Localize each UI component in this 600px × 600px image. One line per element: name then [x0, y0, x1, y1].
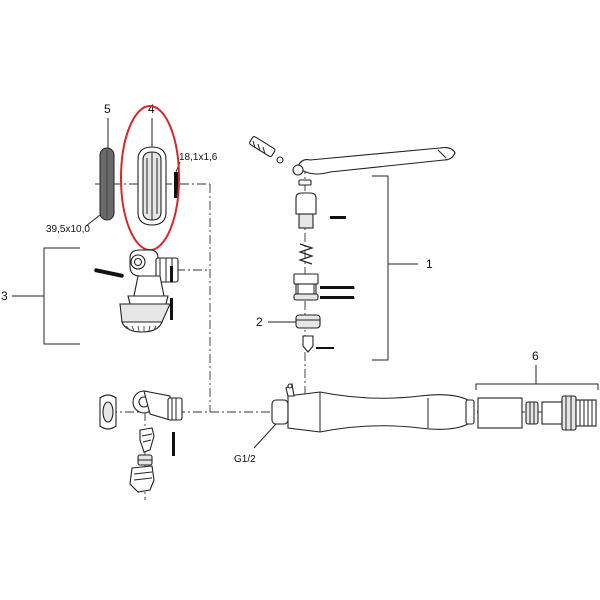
insert-part-2: [295, 314, 334, 353]
shower-head-assembly-part-3: [94, 249, 179, 333]
bracket-1: [372, 175, 389, 361]
callout-3: 3: [1, 289, 8, 303]
bracket-6: [475, 383, 599, 390]
dimension-oring-small: 18,1x1,6: [179, 152, 218, 163]
callout-4: 4: [148, 102, 155, 116]
lever-part: [249, 136, 456, 176]
wall-mount-parts: [99, 390, 183, 493]
callout-1: 1: [426, 257, 433, 271]
oring-large-part-5: [99, 147, 115, 221]
leader-dim-large: [85, 214, 101, 227]
seal-part-4: [137, 146, 178, 226]
bracket-3: [43, 247, 80, 345]
valve-cartridge-part-1: [293, 179, 354, 301]
callout-2: 2: [256, 315, 263, 329]
callout-5: 5: [104, 102, 111, 116]
connector-part-6: [477, 395, 597, 431]
dimension-thread: G1/2: [234, 454, 256, 465]
dimension-oring-large: 39,5x10,0: [46, 224, 90, 235]
handle-body: [271, 383, 475, 433]
leader-thread: [253, 423, 277, 449]
callout-6: 6: [532, 349, 539, 363]
